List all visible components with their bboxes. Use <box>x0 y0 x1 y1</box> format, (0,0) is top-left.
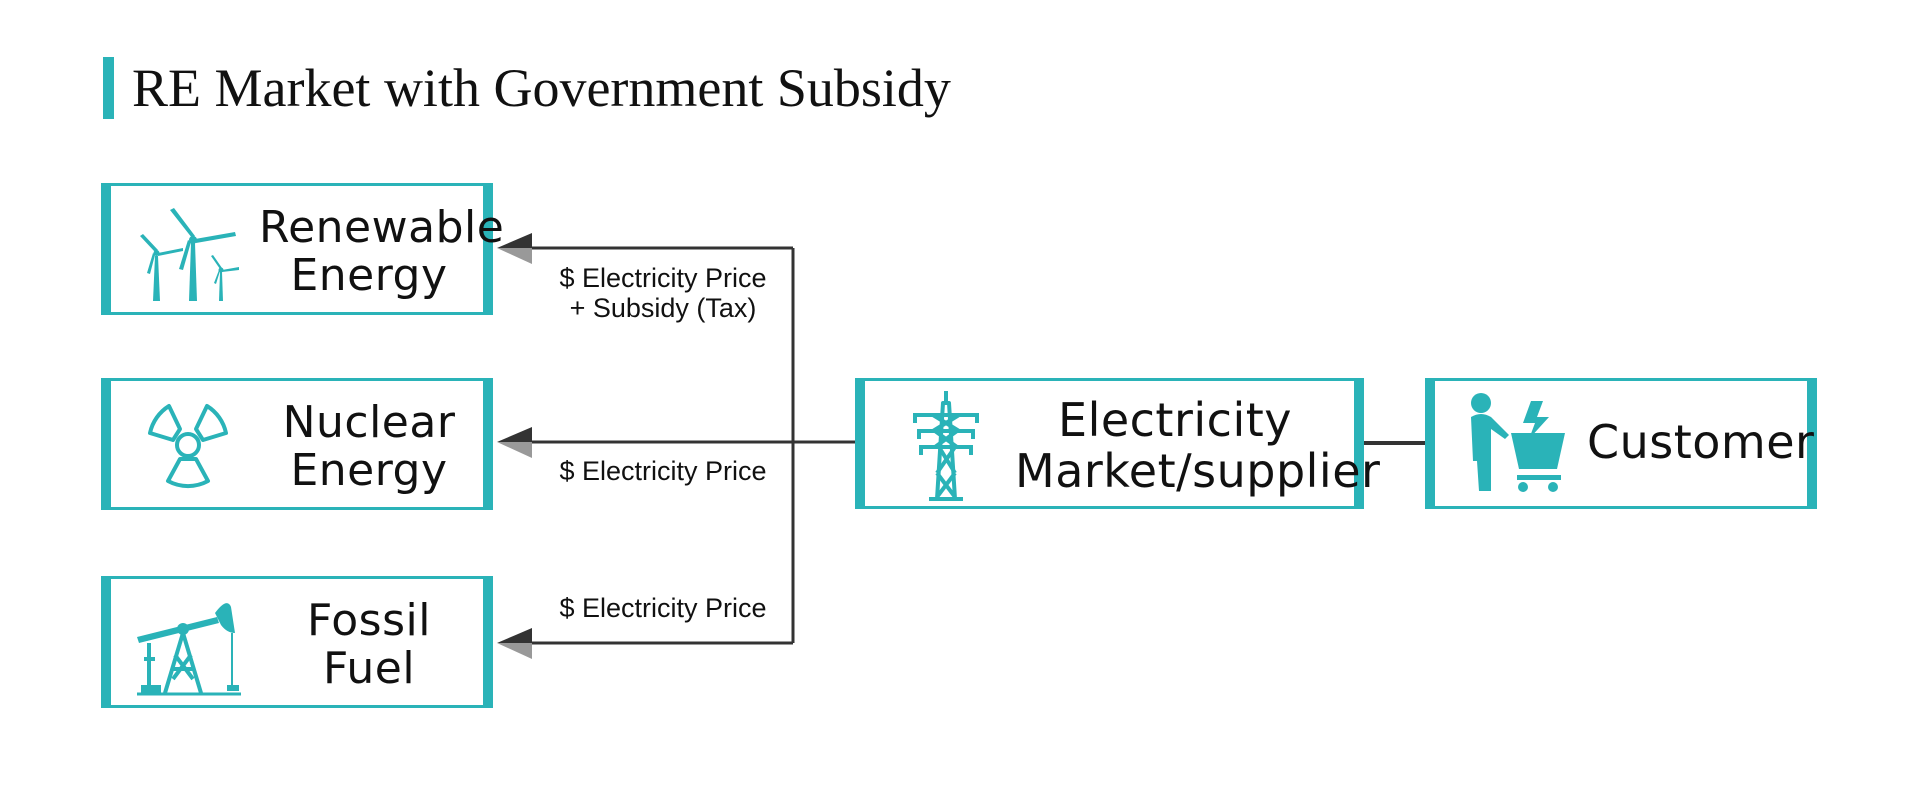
edge-label-nuclear: $ Electricity Price <box>559 456 767 486</box>
nuclear-energy-box: Nuclear Energy <box>101 378 493 510</box>
edge-label-fossil: $ Electricity Price <box>559 593 767 623</box>
renewable-energy-label: Renewable Energy <box>259 202 505 302</box>
wind-turbine-icon <box>140 208 239 301</box>
power-tower-icon <box>913 391 979 501</box>
radiation-icon <box>148 404 228 489</box>
arrowhead-renewable <box>497 233 532 264</box>
electricity-market-box: Electricity Market/supplier <box>855 378 1381 509</box>
fossil-fuel-box: Fossil Fuel <box>101 576 493 708</box>
arrowhead-nuclear <box>497 427 532 458</box>
customer-label: Customer <box>1587 415 1815 469</box>
customer-box: Customer <box>1425 378 1817 509</box>
edge-label-renewable: $ Electricity Price + Subsidy (Tax) <box>559 263 767 323</box>
page-title: RE Market with Government Subsidy <box>132 58 951 118</box>
renewable-energy-box: Renewable Energy <box>101 183 505 315</box>
title-accent-bar <box>103 57 114 119</box>
nuclear-energy-label: Nuclear Energy <box>282 397 456 497</box>
fossil-fuel-label: Fossil Fuel <box>307 595 431 695</box>
arrowhead-fossil <box>497 628 532 659</box>
oil-pump-icon <box>137 603 241 696</box>
shopping-cart-customer-icon <box>1471 393 1565 492</box>
electricity-market-label: Electricity Market/supplier <box>1015 393 1381 498</box>
